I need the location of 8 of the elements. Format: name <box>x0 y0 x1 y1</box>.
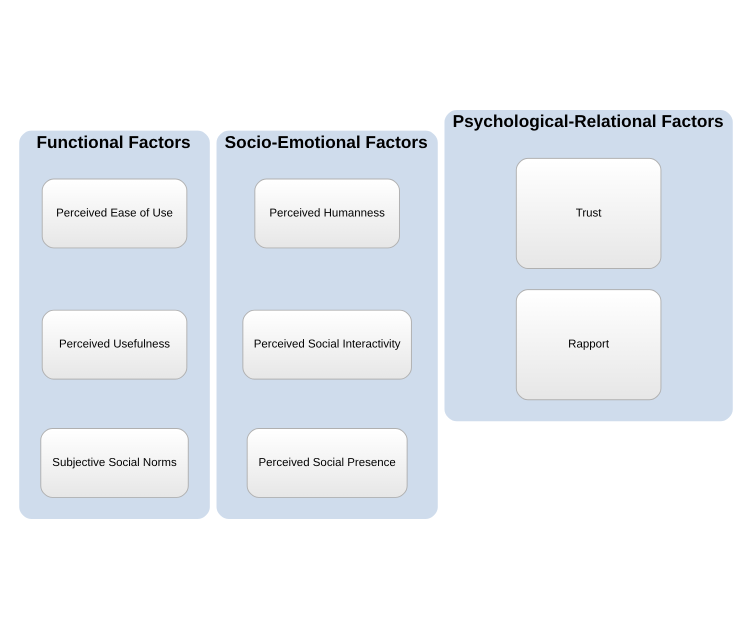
node-box: Perceived Social Interactivity <box>242 309 412 380</box>
node-box: Perceived Humanness <box>254 178 400 248</box>
node-box: Perceived Ease of Use <box>42 178 188 248</box>
node-box: Rapport <box>516 288 662 400</box>
node-box: Perceived Social Presence <box>246 428 408 498</box>
node-box: Trust <box>516 157 662 268</box>
node-box: Perceived Usefulness <box>42 309 188 380</box>
node-box: Subjective Social Norms <box>40 428 189 498</box>
